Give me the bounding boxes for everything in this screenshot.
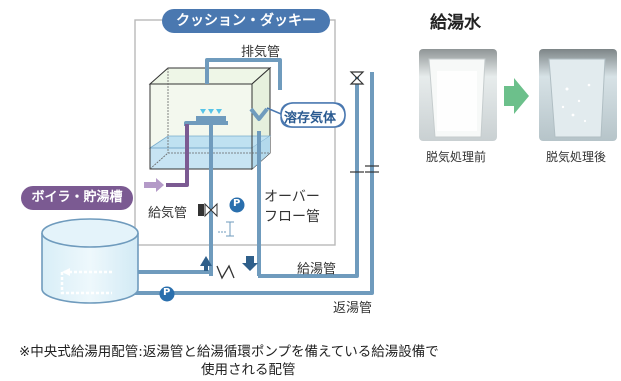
intake-valve <box>198 202 218 218</box>
intake-pipe-label: 給気管 <box>148 206 188 221</box>
box-title-label: クッション・ダッキー <box>162 9 330 33</box>
photo-before-caption: 脱気処理前 <box>426 150 487 164</box>
return-pipe-label: 返湯管 <box>333 301 373 316</box>
exhaust-pipe <box>205 58 282 90</box>
footnote: ※中央式給湯用配管:返湯管と給湯循環ポンプを備えている給湯設備で 使用される配管 <box>19 343 619 379</box>
up-arrow <box>200 256 212 271</box>
pipes <box>112 58 374 295</box>
overflow-pipe-label-2: フロー管 <box>264 209 320 225</box>
pump-return <box>159 286 175 302</box>
supply-pipe-label: 給湯管 <box>297 262 337 277</box>
small-valve <box>218 221 234 237</box>
photos-title: 給湯水 <box>430 13 481 33</box>
footnote-line-2: 使用される配管 <box>201 362 296 378</box>
photo-after-caption: 脱気処理後 <box>546 150 607 164</box>
down-arrow <box>242 256 258 271</box>
pump-symbol-2: P <box>163 287 171 298</box>
spray-nozzles <box>196 109 226 121</box>
top-right-valve <box>349 71 365 85</box>
before-after-arrow <box>504 78 529 114</box>
flow-arrows <box>200 256 258 271</box>
boiler-tank <box>41 218 139 304</box>
photo-after <box>539 49 617 141</box>
boiler-label: ボイラ・貯湯槽 <box>21 186 133 210</box>
y-fitting <box>249 107 269 121</box>
pump-overflow <box>229 197 245 213</box>
footnote-line-1: ※中央式給湯用配管:返湯管と給湯循環ポンプを備えている給湯設備で <box>19 344 439 360</box>
intake-arrow <box>144 178 164 192</box>
pump-symbol-1: P <box>233 198 241 209</box>
right-loop <box>258 88 359 278</box>
return-line <box>112 88 374 295</box>
intake-pipe <box>166 124 189 187</box>
dissolved-gas-label: 溶存気体 <box>284 111 337 126</box>
pipe-break-marks <box>350 165 379 173</box>
photo-before <box>419 49 497 141</box>
exhaust-pipe-label: 排気管 <box>241 45 281 60</box>
overflow-pipe-label-1: オーバー <box>264 189 320 205</box>
dissolved-gas-bubble <box>266 102 346 128</box>
check-valve <box>216 264 235 280</box>
